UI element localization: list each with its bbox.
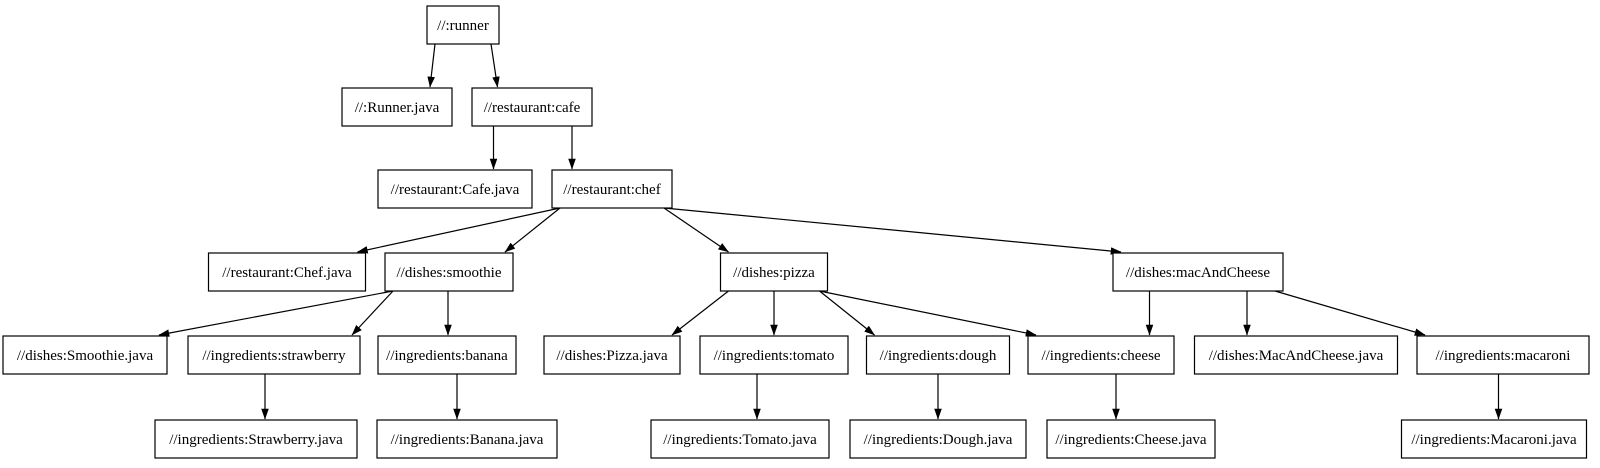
- edge-chef-to-smoothie: [504, 207, 561, 253]
- node-cheese: //ingredients:cheese: [1027, 335, 1175, 375]
- node-box-smoothie: [384, 252, 514, 292]
- node-label-mac_and_cheese_java: //dishes:MacAndCheese.java: [1209, 348, 1384, 364]
- node-box-pizza_java: [543, 335, 681, 375]
- node-box-dough_java: [849, 419, 1027, 459]
- node-label-smoothie_java: //dishes:Smoothie.java: [17, 348, 154, 364]
- node-label-pizza: //dishes:pizza: [733, 265, 815, 281]
- node-banana_java: //ingredients:Banana.java: [376, 419, 558, 459]
- node-label-dough_java: //ingredients:Dough.java: [864, 432, 1013, 448]
- node-label-tomato_java: //ingredients:Tomato.java: [663, 432, 817, 448]
- node-box-cheese: [1027, 335, 1175, 375]
- edges-layer: [158, 43, 1503, 420]
- node-label-tomato: //ingredients:tomato: [714, 348, 835, 364]
- node-box-strawberry: [187, 335, 361, 375]
- node-label-pizza_java: //dishes:Pizza.java: [556, 348, 668, 364]
- node-dough_java: //ingredients:Dough.java: [849, 419, 1027, 459]
- node-label-cafe_java: //restaurant:Cafe.java: [391, 182, 520, 198]
- node-label-smoothie: //dishes:smoothie: [397, 265, 502, 281]
- node-label-chef: //restaurant:chef: [563, 182, 660, 198]
- node-pizza_java: //dishes:Pizza.java: [543, 335, 681, 375]
- edge-smoothie-to-strawberry: [351, 290, 394, 336]
- nodes-layer: //:runner //:Runner.java //restaurant:cafe…: [2, 5, 1590, 459]
- node-cafe: //restaurant:cafe: [471, 87, 593, 127]
- node-mac_and_cheese: //dishes:macAndCheese: [1112, 252, 1284, 292]
- node-label-macaroni_java: //ingredients:Macaroni.java: [1411, 432, 1577, 448]
- edge-smoothie-to-smoothie_java: [158, 290, 394, 337]
- node-box-dough: [865, 335, 1011, 375]
- edge-mac_and_cheese-to-macaroni: [1274, 290, 1426, 336]
- edge-chef-to-pizza: [663, 207, 729, 253]
- node-box-tomato_java: [650, 419, 830, 459]
- node-label-runner_java: //:Runner.java: [355, 100, 440, 116]
- node-box-smoothie_java: [2, 335, 168, 375]
- node-chef_java: //restaurant:Chef.java: [207, 252, 367, 292]
- edge-pizza-to-pizza_java: [671, 290, 729, 336]
- node-pizza: //dishes:pizza: [719, 252, 829, 292]
- node-label-cheese: //ingredients:cheese: [1041, 348, 1160, 364]
- node-box-banana_java: [376, 419, 558, 459]
- node-box-banana: [377, 335, 517, 375]
- edge-runner-to-cafe: [490, 43, 500, 88]
- node-strawberry: //ingredients:strawberry: [187, 335, 361, 375]
- node-smoothie: //dishes:smoothie: [384, 252, 514, 292]
- node-box-cafe_java: [377, 169, 533, 209]
- node-label-cafe: //restaurant:cafe: [484, 100, 581, 116]
- node-tomato: //ingredients:tomato: [699, 335, 849, 375]
- node-label-macaroni: //ingredients:macaroni: [1436, 348, 1571, 364]
- node-cheese_java: //ingredients:Cheese.java: [1046, 419, 1216, 459]
- node-box-cheese_java: [1046, 419, 1216, 459]
- node-label-cheese_java: //ingredients:Cheese.java: [1055, 432, 1207, 448]
- edge-pizza-to-dough: [819, 290, 875, 336]
- node-mac_and_cheese_java: //dishes:MacAndCheese.java: [1193, 335, 1399, 375]
- node-box-pizza: [719, 252, 829, 292]
- node-dough: //ingredients:dough: [865, 335, 1011, 375]
- node-box-runner: [426, 5, 500, 45]
- node-box-macaroni: [1416, 335, 1590, 375]
- node-macaroni: //ingredients:macaroni: [1416, 335, 1590, 375]
- node-strawberry_java: //ingredients:Strawberry.java: [154, 419, 358, 459]
- edge-chef-to-chef_java: [356, 207, 561, 254]
- node-tomato_java: //ingredients:Tomato.java: [650, 419, 830, 459]
- node-box-chef: [551, 169, 673, 209]
- edge-chef-to-mac_and_cheese: [663, 207, 1122, 255]
- node-chef: //restaurant:chef: [551, 169, 673, 209]
- node-box-chef_java: [207, 252, 367, 292]
- edge-pizza-to-cheese: [819, 290, 1037, 337]
- node-runner_java: //:Runner.java: [341, 87, 453, 127]
- node-box-mac_and_cheese: [1112, 252, 1284, 292]
- edge-runner-to-runner_java: [427, 43, 436, 88]
- node-box-tomato: [699, 335, 849, 375]
- node-label-strawberry: //ingredients:strawberry: [202, 348, 346, 364]
- node-banana: //ingredients:banana: [377, 335, 517, 375]
- node-box-mac_and_cheese_java: [1193, 335, 1399, 375]
- node-runner: //:runner: [426, 5, 500, 45]
- node-label-banana_java: //ingredients:Banana.java: [391, 432, 544, 448]
- node-box-macaroni_java: [1400, 419, 1588, 459]
- node-cafe_java: //restaurant:Cafe.java: [377, 169, 533, 209]
- node-label-runner: //:runner: [437, 18, 489, 34]
- node-macaroni_java: //ingredients:Macaroni.java: [1400, 419, 1588, 459]
- node-smoothie_java: //dishes:Smoothie.java: [2, 335, 168, 375]
- node-box-cafe: [471, 87, 593, 127]
- node-box-strawberry_java: [154, 419, 358, 459]
- node-label-dough: //ingredients:dough: [880, 348, 997, 364]
- node-box-runner_java: [341, 87, 453, 127]
- node-label-mac_and_cheese: //dishes:macAndCheese: [1126, 265, 1270, 281]
- node-label-chef_java: //restaurant:Chef.java: [222, 265, 352, 281]
- node-label-strawberry_java: //ingredients:Strawberry.java: [169, 432, 343, 448]
- node-label-banana: //ingredients:banana: [386, 348, 508, 364]
